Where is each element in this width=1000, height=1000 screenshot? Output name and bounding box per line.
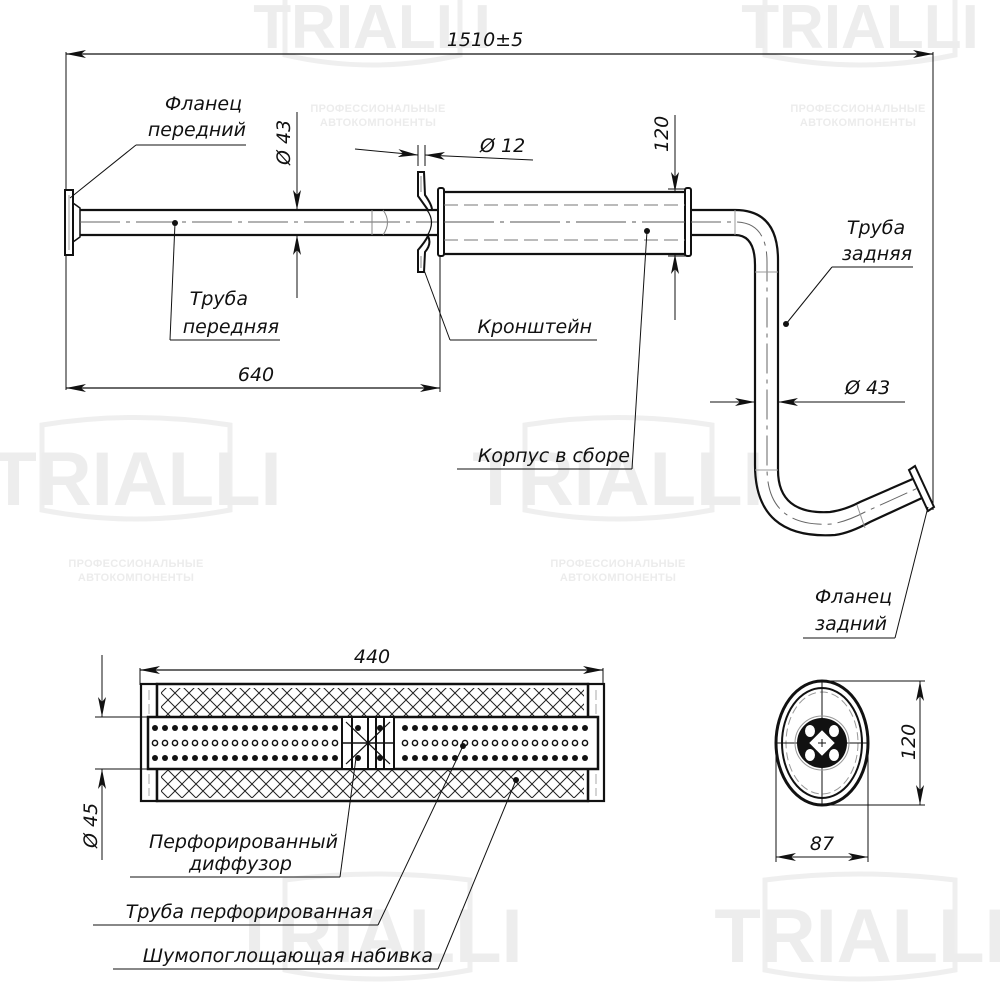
watermark-brand: TRIALLI	[741, 0, 979, 62]
watermark-tagline: АВТОКОМПОНЕНТЫ	[78, 572, 194, 584]
label-rear-flange: Фланец задний	[803, 506, 929, 639]
label-front-flange: Фланец передний	[69, 93, 246, 199]
label-bracket: Кронштейн	[423, 269, 597, 341]
watermark-brand: TRIALLI	[231, 894, 522, 979]
front-flange-label: Фланец	[165, 93, 242, 115]
watermark-logo-mid-center: TRIALLI ПРОФЕССИОНАЛЬНЫЕ АВТОКОМПОНЕНТЫ	[472, 415, 764, 584]
label-sound-absorbing-packing: Шумопоглощающая набивка	[143, 945, 433, 967]
front-flange	[64, 189, 81, 256]
muffler-body	[437, 187, 692, 257]
watermark-logo-bottom-right: TRIALLI	[714, 871, 1000, 982]
bracket-diameter-value: Ø 12	[479, 135, 525, 157]
label-front-pipe: Труба передняя	[169, 222, 280, 341]
front-pipe-diameter-value: Ø 43	[273, 120, 295, 166]
perforation-holes	[151, 725, 589, 761]
watermark-tagline: ПРОФЕССИОНАЛЬНЫЕ	[310, 103, 445, 115]
inner-pipe-diameter-value: Ø 45	[80, 803, 102, 849]
watermark-logo-bottom-center: TRIALLI	[231, 871, 523, 982]
watermark-tagline: АВТОКОМПОНЕНТЫ	[560, 572, 676, 584]
rear-pipe-diameter-value: Ø 43	[844, 377, 890, 399]
sound-absorbing-packing-label: Шумопоглощающая набивка	[143, 945, 433, 967]
watermark-tagline-2: ПРОФЕССИОНАЛЬНЫЕ АВТОКОМПОНЕНТЫ	[790, 103, 925, 129]
watermark-tagline: АВТОКОМПОНЕНТЫ	[800, 117, 916, 129]
front-pipe-length-value: 640	[238, 364, 274, 386]
bracket-label: Кронштейн	[477, 316, 592, 338]
rear-pipe-label: задняя	[842, 243, 912, 265]
rear-flange	[907, 464, 936, 513]
rear-flange-label: Фланец	[815, 586, 892, 608]
label-perforated-diffuser: Перфорированный диффузор	[149, 831, 338, 875]
label-rear-pipe: Труба	[785, 217, 913, 325]
front-pipe-label: Труба	[190, 288, 248, 310]
watermark-tagline: ПРОФЕССИОНАЛЬНЫЕ	[790, 103, 925, 115]
watermark-tagline: АВТОКОМПОНЕНТЫ	[320, 117, 436, 129]
label-body-assembly: Корпус в сборе	[457, 230, 648, 470]
rear-pipe-label: Труба	[847, 217, 905, 239]
rear-pipe-diameter-dimension: Ø 43	[710, 377, 905, 406]
label-perforated-pipe: Труба перфорированная	[126, 901, 373, 923]
rear-flange-label: задний	[815, 613, 887, 635]
front-pipe-length-dimension: 640	[66, 240, 441, 392]
perforated-pipe-label: Труба перфорированная	[126, 901, 373, 923]
label-rear-pipe-2: задняя	[842, 243, 912, 265]
end-view-width-value: 87	[810, 833, 834, 855]
overall-length-value: 1510±5	[447, 29, 523, 51]
muffler-height-value: 120	[651, 116, 673, 152]
bracket	[417, 171, 434, 273]
watermark-tagline: ПРОФЕССИОНАЛЬНЫЕ	[68, 558, 203, 570]
front-flange-label: передний	[148, 119, 246, 141]
perforated-diffuser-label: диффузор	[188, 853, 292, 875]
watermark-tagline-1: ПРОФЕССИОНАЛЬНЫЕ АВТОКОМПОНЕНТЫ	[310, 103, 445, 129]
bracket-diameter-dimension: Ø 12	[354, 135, 534, 166]
section-length-value: 440	[354, 646, 390, 668]
front-pipe	[80, 208, 440, 237]
front-pipe-label: передняя	[183, 316, 279, 338]
end-view-height-value: 120	[898, 724, 920, 760]
watermark-logo-mid-left: TRIALLI ПРОФЕССИОНАЛЬНЫЕ АВТОКОМПОНЕНТЫ	[0, 415, 282, 584]
body-assembly-label: Корпус в сборе	[478, 445, 630, 467]
watermark-logo-top-right: TRIALLI	[741, 0, 979, 68]
end-view: 120 87	[774, 679, 925, 862]
perforated-diffuser	[341, 716, 395, 770]
muffler-height-dimension: 120	[651, 115, 685, 320]
watermark-brand: TRIALLI	[472, 437, 763, 522]
watermark-brand: TRIALLI	[0, 437, 282, 522]
watermark-tagline: ПРОФЕССИОНАЛЬНЫЕ	[550, 558, 685, 570]
front-pipe-diameter-dimension: Ø 43	[273, 112, 301, 298]
section-view: 440	[80, 646, 606, 970]
perforated-diffuser-label: Перфорированный	[149, 831, 338, 853]
watermark-brand: TRIALLI	[714, 894, 1000, 979]
